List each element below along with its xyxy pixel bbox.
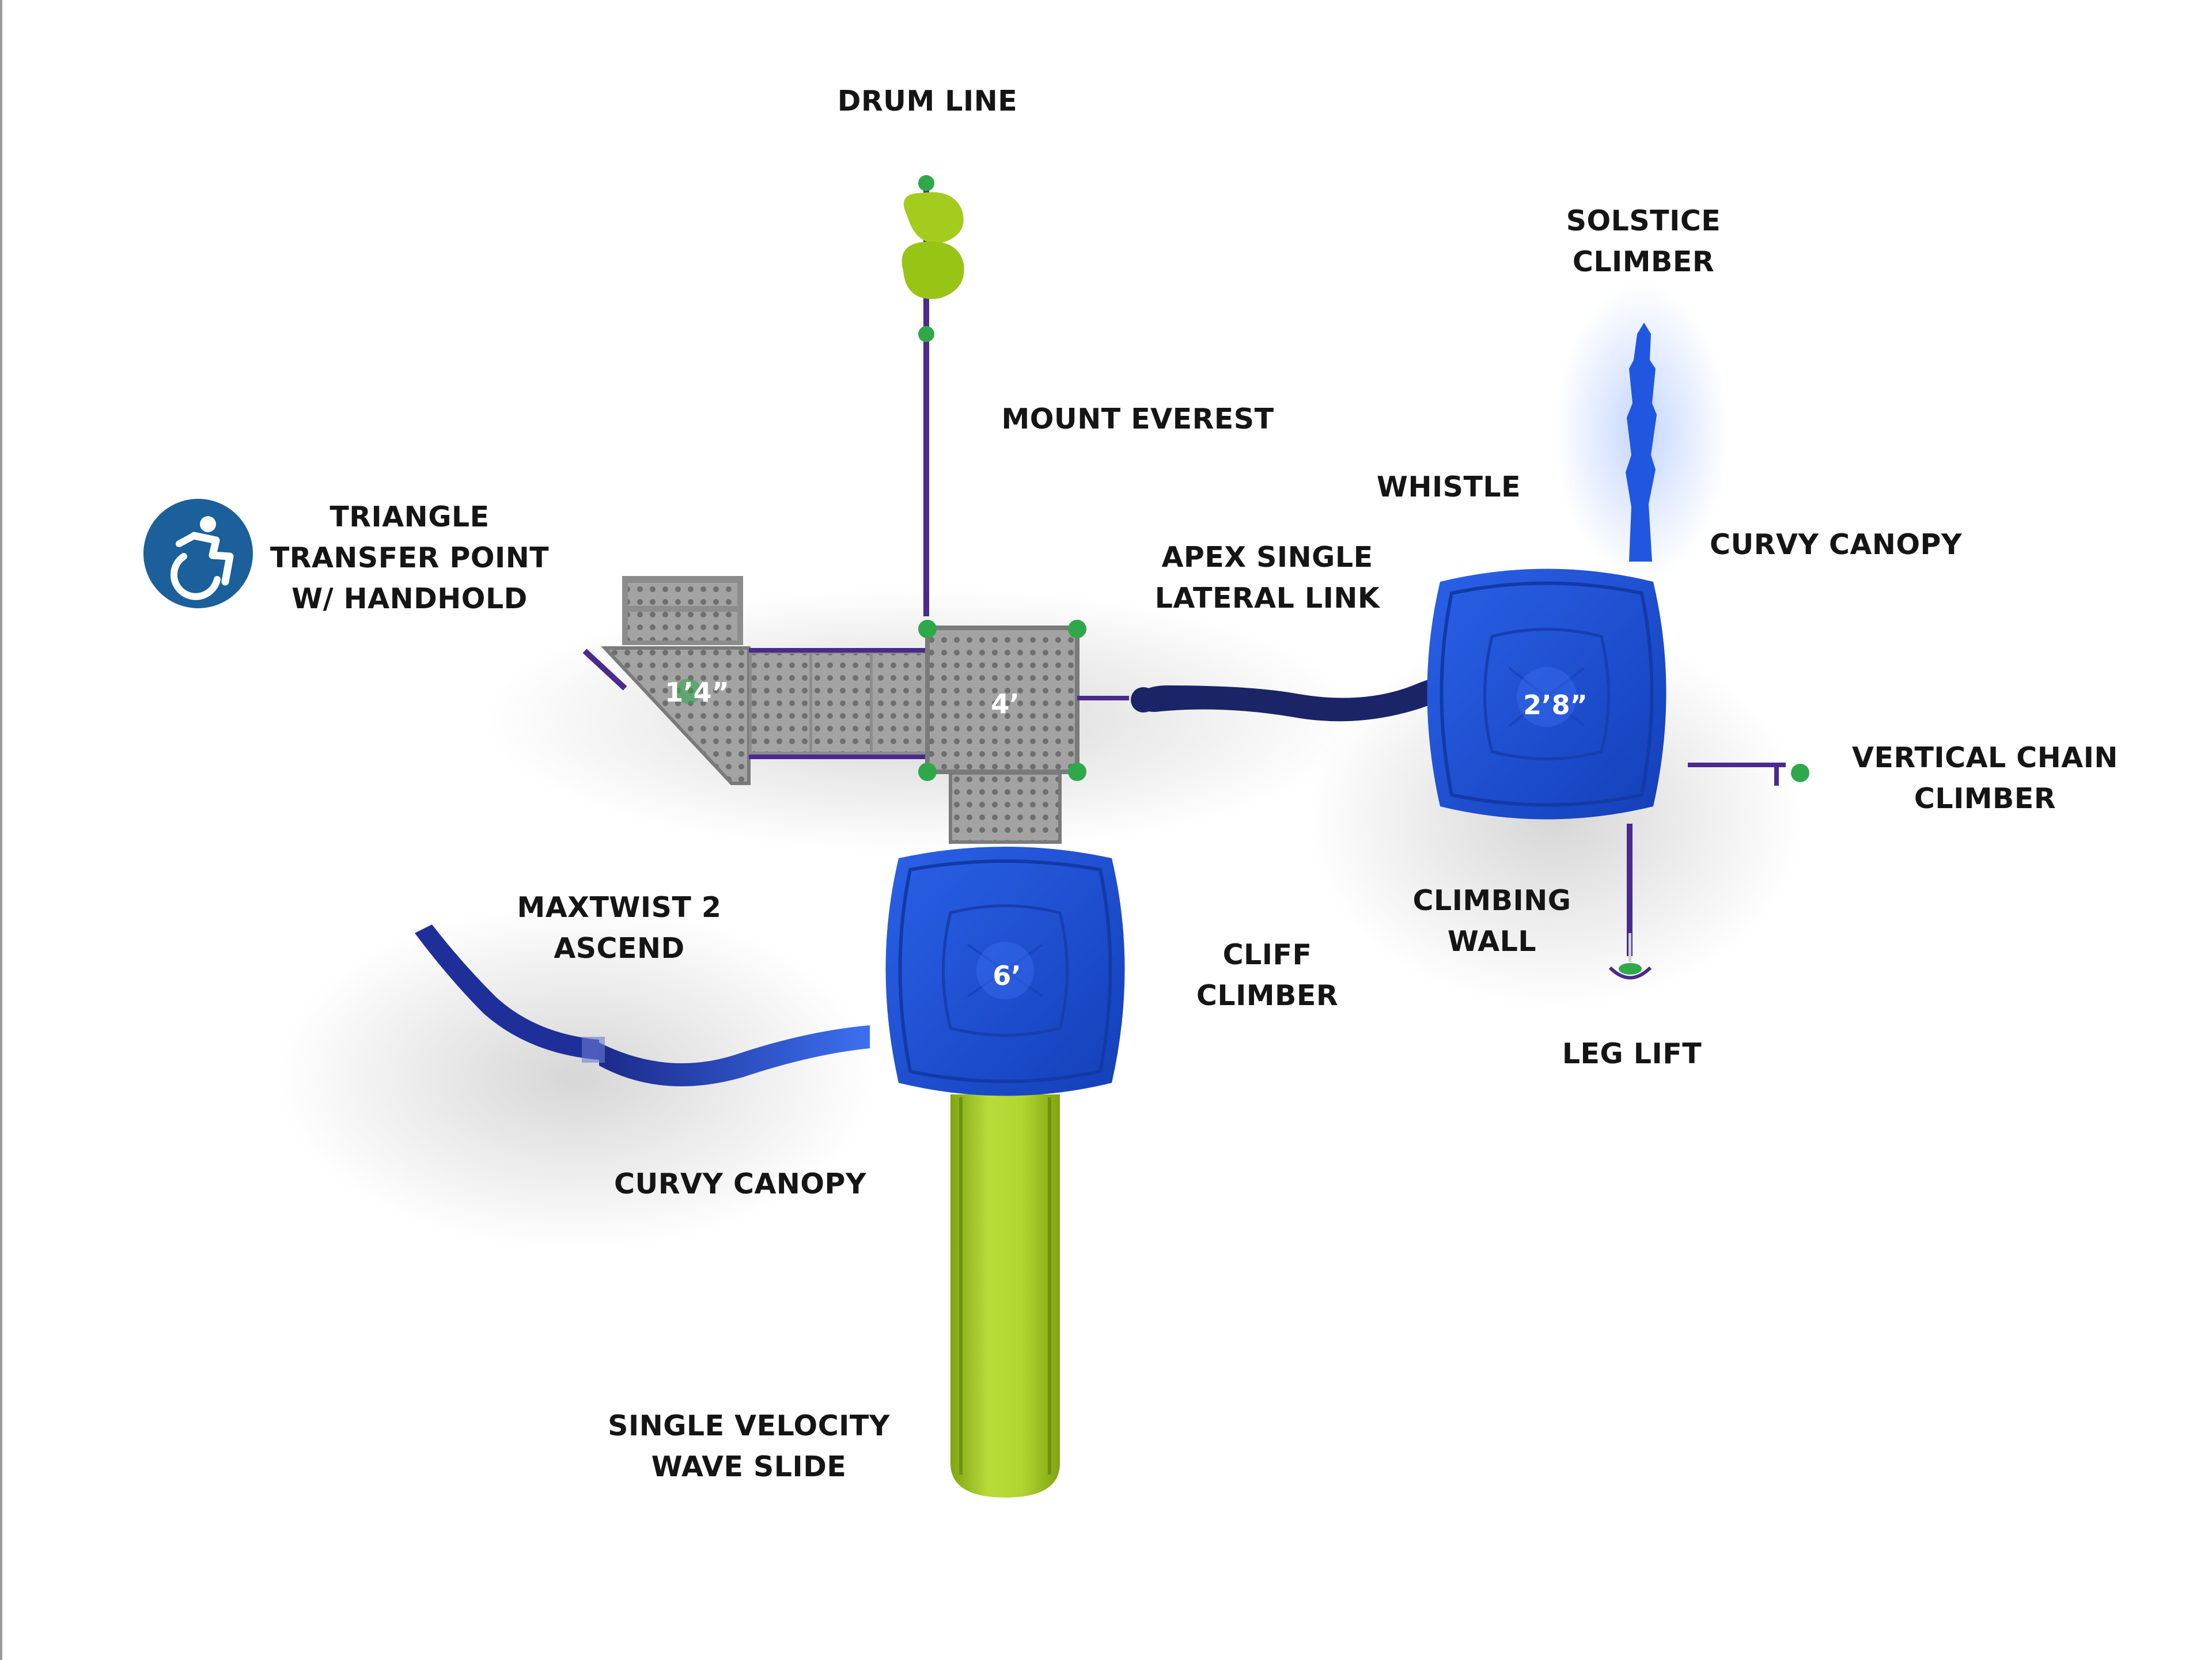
label-curvy-canopy-left: CURVY CANOPY	[614, 1168, 866, 1200]
apex-lateral-link	[1131, 668, 1524, 722]
leg-lift-post	[1608, 824, 1652, 980]
right-curvy-canopy	[1427, 569, 1666, 820]
page-edge-line	[0, 0, 2, 1660]
label-triangle-transfer-point: TRIANGLE TRANSFER POINT W/ HANDHOLD	[270, 501, 550, 615]
label-apex-single-lateral-link: APEX SINGLE LATERAL LINK	[1154, 541, 1380, 615]
wave-slide	[950, 1094, 1060, 1498]
maxtwist-ascend	[415, 924, 870, 1086]
label-vertical-chain-climber: VERTICAL CHAIN CLIMBER	[1852, 741, 2118, 815]
label-drum-line: DRUM LINE	[837, 85, 1018, 118]
label-solstice-climber: SOLSTICE CLIMBER	[1566, 204, 1721, 278]
left-curvy-canopy	[885, 847, 1125, 1096]
height-transfer: 1’4”	[665, 677, 729, 708]
height-right-canopy: 2’8”	[1523, 689, 1588, 721]
label-maxtwist-2-ascend: MAXTWIST 2 ASCEND	[517, 891, 722, 965]
vertical-chain-climber-arm	[1688, 763, 1809, 786]
label-whistle: WHISTLE	[1376, 471, 1521, 503]
label-mount-everest: MOUNT EVEREST	[1001, 403, 1274, 435]
main-deck	[918, 620, 1129, 844]
height-main-deck: 4’	[991, 688, 1019, 719]
label-cliff-climber: CLIFF CLIMBER	[1196, 938, 1339, 1012]
height-left-canopy: 6’	[993, 960, 1021, 991]
label-curvy-canopy-right: CURVY CANOPY	[1710, 528, 1962, 561]
drum-line-post	[902, 175, 964, 616]
label-leg-lift: LEG LIFT	[1562, 1037, 1702, 1070]
solstice-climber	[1626, 323, 1657, 562]
label-single-velocity-wave-slide: SINGLE VELOCITY WAVE SLIDE	[608, 1409, 890, 1483]
label-climbing-wall: CLIMBING WALL	[1412, 884, 1571, 958]
transfer-platform	[582, 576, 933, 785]
wheelchair-accessible-icon	[143, 499, 253, 608]
